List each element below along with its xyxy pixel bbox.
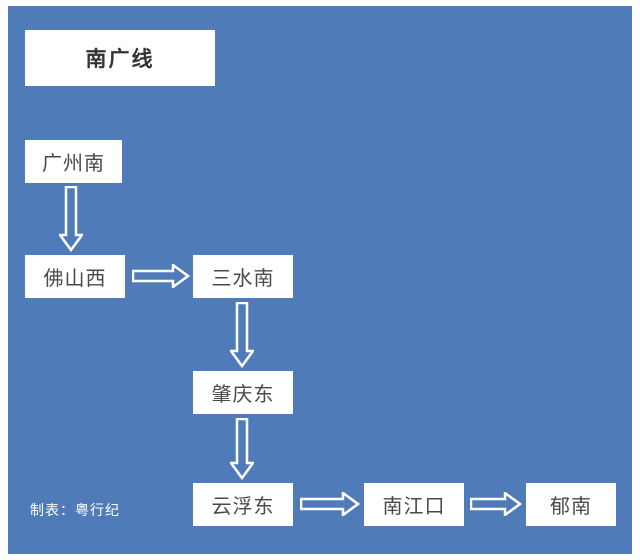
arrow-down-icon	[230, 418, 254, 480]
arrow-right-icon	[470, 492, 522, 516]
arrow-down-icon	[59, 186, 83, 252]
line-diagram-panel: 南广线 广州南 佛山西 三水南 肇庆东 云浮东 南江口 郁南	[8, 6, 632, 554]
station-label: 南江口	[382, 496, 446, 518]
line-title: 南广线	[85, 48, 155, 71]
station-label: 三水南	[211, 268, 275, 290]
credit-text: 制表：粤行纪	[30, 502, 120, 518]
station-label: 佛山西	[43, 268, 107, 290]
station-yunfu-east: 云浮东	[193, 483, 293, 526]
station-label: 肇庆东	[211, 384, 275, 406]
arrow-right-icon	[300, 492, 360, 516]
line-title-box: 南广线	[25, 30, 215, 86]
station-sanshui-south: 三水南	[193, 255, 293, 298]
station-label: 云浮东	[211, 496, 275, 518]
station-foshan-west: 佛山西	[25, 255, 125, 298]
arrow-right-icon	[132, 264, 190, 288]
arrow-down-icon	[230, 302, 254, 368]
station-guangzhou-south: 广州南	[25, 140, 122, 183]
station-label: 郁南	[550, 496, 592, 518]
station-label: 广州南	[42, 153, 105, 175]
station-nanjiangkou: 南江口	[364, 483, 464, 526]
station-zhaoqing-east: 肇庆东	[193, 371, 293, 414]
station-yunan: 郁南	[526, 483, 616, 526]
